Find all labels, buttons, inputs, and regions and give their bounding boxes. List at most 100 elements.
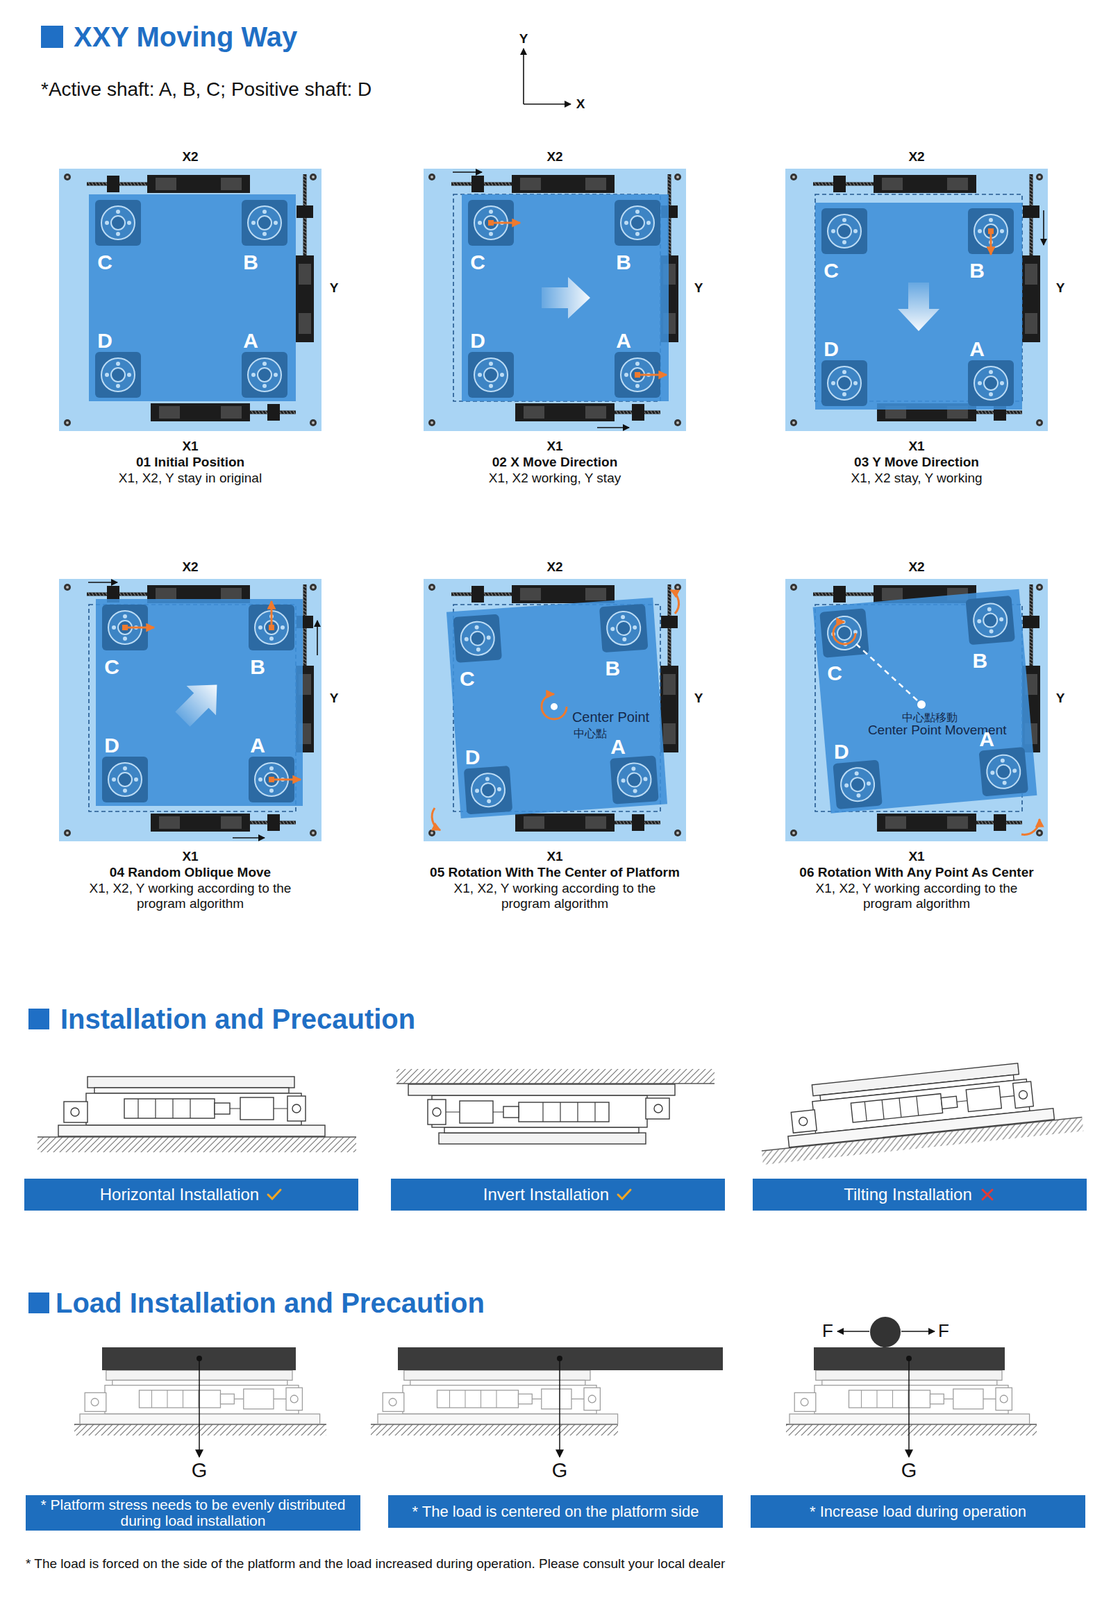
check-mark [615,1186,633,1204]
screw-thread [667,645,672,648]
screw-thread [1029,245,1034,248]
motor-label: X2 [546,559,563,575]
module-hub [837,376,852,391]
stage-side-view [377,1370,618,1425]
caption-text: X1, X2, Y stay in original [72,470,309,487]
motor-groove [495,1390,497,1409]
shaft-letter: A [243,329,259,354]
stage-body [86,1093,302,1126]
module-bolt [269,636,274,641]
motor-groove [881,1099,884,1120]
screw-thread [1029,613,1034,616]
force-label: G [191,1459,208,1483]
motor-label: Y [329,690,339,707]
motor-groove [166,1390,168,1409]
motor-label: X2 [546,149,563,165]
module-bolt [988,370,993,375]
screw-nut [243,1389,274,1410]
caption-text: X1, X2 working, Y stay [436,470,673,487]
center-point [917,700,926,709]
shaft-letter: D [470,329,486,354]
motor-body [124,1099,215,1119]
module-bolt [127,372,132,378]
motor-groove [864,1101,867,1122]
screw-thread [1012,411,1015,415]
screw-thread [494,592,497,597]
ground-hatch [74,1424,327,1436]
module-ring [474,358,508,392]
rotation-arrow [541,694,567,720]
module-bolt [842,392,847,397]
corner-screw [309,419,317,427]
motor-label: Y [694,690,704,707]
coupler [503,1106,519,1118]
module-bolt [122,614,128,619]
screw-thread [303,603,307,606]
motion-arrow [271,779,301,782]
module-bolt [988,218,993,223]
motor-body [139,1390,221,1409]
end-screw [999,1395,1008,1404]
screw-thread [1029,182,1034,185]
screw-thread [629,411,632,415]
corner-screw [309,829,317,837]
end-screw [70,1108,80,1117]
module-ring [974,366,1008,400]
rotation-arrow [833,622,856,645]
screw-thread [501,592,504,597]
base-plate [58,1125,325,1137]
caption-text: X1, X2, Y working according to the progr… [72,881,309,912]
end-screw [292,1104,301,1114]
base-plate [788,1108,1055,1148]
center-of-gravity [196,1356,203,1362]
module-bolt [104,220,110,225]
screw-nut [541,1389,572,1410]
check-mark [265,1186,283,1204]
module-bolt [262,231,267,237]
screw-thread [981,411,984,415]
screw-nut [833,175,846,193]
module-bolt [635,209,640,214]
screw-thread [870,182,873,187]
shaft-letter: C [823,259,839,284]
motor-groove [182,1390,184,1409]
module-bolt [1000,758,1006,764]
screw-thread [1029,652,1034,655]
module-ring [616,762,653,798]
motion-arrow [270,601,273,628]
servo-motor [660,665,679,753]
screw-thread [497,182,500,187]
screw-thread [828,592,831,597]
servo-motor [147,174,250,194]
screw-thread [452,592,455,597]
screw-nut [296,205,314,219]
screw-thread [817,592,821,597]
module-bolt [251,220,256,225]
caption-band: * Increase load during operation [750,1495,1086,1529]
axis-label: Y [519,31,529,47]
shaft-letter: C [470,250,486,275]
module-bolt [111,625,116,630]
shaft-letter: D [104,733,120,759]
rotary-module [599,604,648,653]
ground-hatch [370,1424,618,1436]
corner-screw-center [311,175,315,179]
screw-thread [102,182,105,187]
module-bolt [262,383,267,389]
screw-thread [1019,821,1022,825]
module-bolt [642,777,648,782]
corner-screw [674,829,682,837]
screw-thread [452,182,455,187]
screw-thread [1029,648,1034,651]
screw-thread [504,592,507,597]
screw-thread [98,182,101,187]
shaft-letter: D [465,745,481,770]
module-hub [616,620,632,636]
screw-thread [856,182,859,187]
corner-screw-center [65,586,69,589]
coupler [214,1103,230,1115]
corner-screw-center [1038,831,1041,835]
module-bolt [273,372,278,378]
screw-thread [1029,231,1034,234]
platform [815,202,1023,410]
